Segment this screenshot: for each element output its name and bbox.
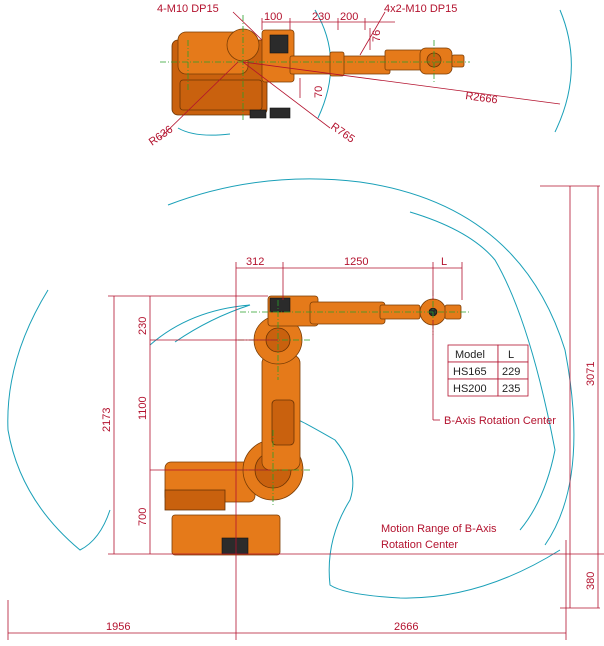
dim-1100: 1100 bbox=[137, 396, 149, 420]
label-4m10-left: 4-M10 DP15 bbox=[157, 3, 219, 15]
dim-r2666: R2666 bbox=[465, 90, 499, 106]
top-view: 4-M10 DP15 4x2-M10 DP15 100 230 200 76 7… bbox=[147, 3, 572, 148]
dim-312: 312 bbox=[246, 256, 264, 268]
table-cell: 235 bbox=[502, 383, 520, 395]
dim-1250: 1250 bbox=[344, 256, 368, 268]
table-cell: HS200 bbox=[453, 383, 487, 395]
dim-l: L bbox=[441, 256, 447, 268]
label-4x2m10-right: 4x2-M10 DP15 bbox=[384, 3, 457, 15]
dim-76: 76 bbox=[371, 30, 383, 42]
dim-230-side: 230 bbox=[137, 317, 149, 335]
table-header-model: Model bbox=[455, 349, 485, 361]
top-range-arc-right bbox=[554, 9, 572, 133]
side-left-inner bbox=[149, 304, 251, 346]
top-dims bbox=[159, 11, 561, 139]
dim-2666: 2666 bbox=[394, 621, 418, 633]
dim-700: 700 bbox=[137, 508, 149, 526]
side-inner-arc bbox=[409, 211, 556, 531]
top-robot-body bbox=[171, 28, 465, 119]
dim-230-top: 230 bbox=[312, 11, 330, 23]
dim-70: 70 bbox=[313, 86, 325, 98]
dim-380: 380 bbox=[585, 572, 597, 590]
note-b-axis-center: B-Axis Rotation Center bbox=[444, 415, 556, 427]
note-motion-range-2: Rotation Center bbox=[381, 539, 458, 551]
dim-100: 100 bbox=[264, 11, 282, 23]
top-range-arc-left bbox=[177, 127, 231, 136]
model-table: Model L HS165 229 HS200 235 bbox=[447, 344, 529, 397]
side-left-range bbox=[7, 289, 111, 551]
table-header-l: L bbox=[508, 349, 514, 361]
table-cell: HS165 bbox=[453, 366, 487, 378]
dim-200: 200 bbox=[340, 11, 358, 23]
note-motion-range-1: Motion Range of B-Axis bbox=[381, 523, 497, 535]
side-robot-body bbox=[164, 295, 462, 556]
side-view: 312 1250 L 230 1100 2173 700 3071 380 19… bbox=[7, 178, 604, 640]
dim-1956: 1956 bbox=[106, 621, 130, 633]
dim-2173: 2173 bbox=[101, 408, 113, 432]
dim-r765: R765 bbox=[328, 121, 356, 146]
dim-3071: 3071 bbox=[585, 362, 597, 386]
table-cell: 229 bbox=[502, 366, 520, 378]
side-motion-range bbox=[167, 178, 575, 599]
side-dims bbox=[7, 185, 604, 640]
